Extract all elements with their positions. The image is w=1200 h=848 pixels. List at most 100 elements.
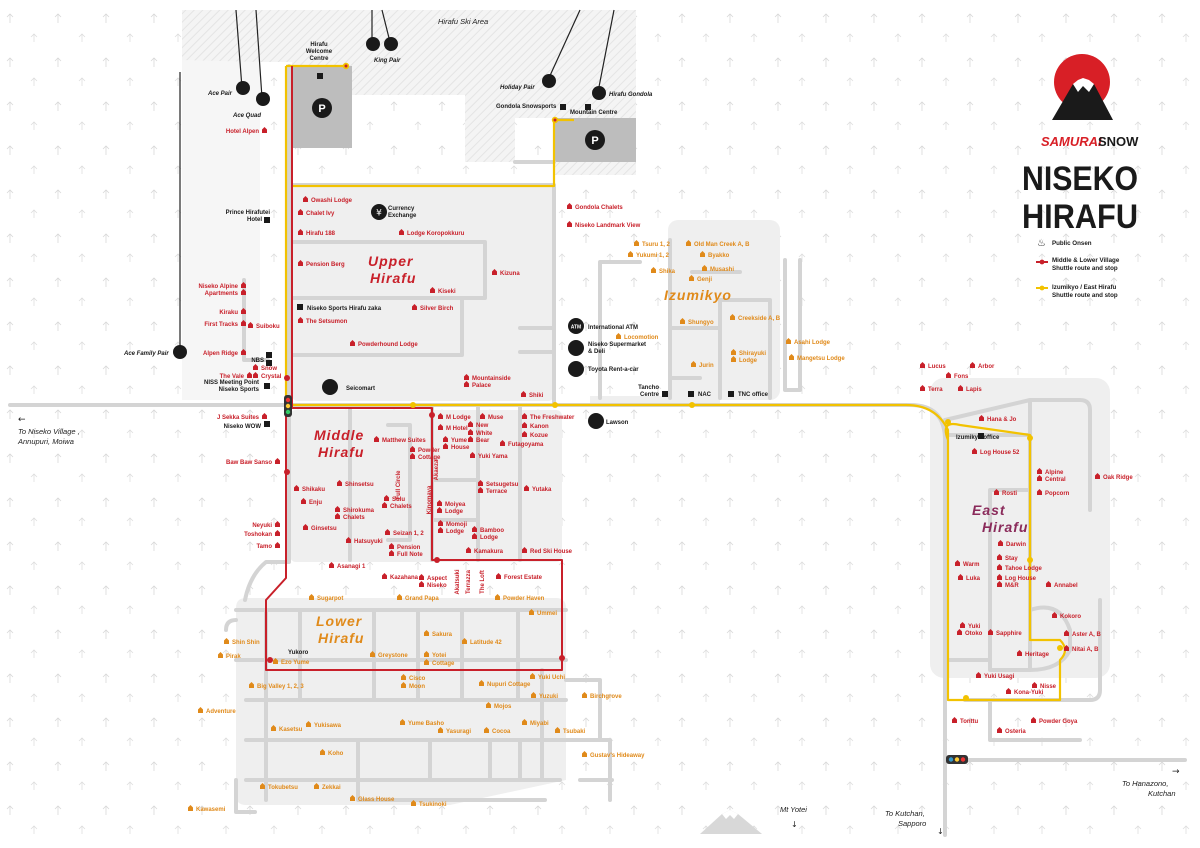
red-label: Asanagi 1 xyxy=(337,564,366,570)
house-icon xyxy=(370,651,375,657)
mountain-logo xyxy=(1052,82,1113,120)
lift-ace-pair: Ace Pair xyxy=(207,91,233,97)
red-label: Apartments xyxy=(205,291,239,297)
red-label: Full Circle xyxy=(396,470,402,500)
red-label: Bamboo xyxy=(480,528,504,534)
orange-label: Sakura xyxy=(432,632,453,638)
red-label: Lodge xyxy=(480,535,499,541)
house-icon xyxy=(689,275,694,281)
arrow-down-icon: ↓ xyxy=(791,820,798,829)
house-icon xyxy=(303,524,308,530)
house-icon xyxy=(524,485,529,491)
house-icon xyxy=(522,431,527,437)
orange-label: Shin Shin xyxy=(232,640,260,646)
house-icon xyxy=(496,573,501,579)
house-icon xyxy=(335,513,340,519)
house-icon xyxy=(273,658,278,664)
house-icon xyxy=(468,429,473,435)
legend-onsen: Public Onsen xyxy=(1052,240,1092,247)
red-label: Sapphire xyxy=(996,631,1022,637)
ski-lift-icon xyxy=(256,92,270,106)
black-label: Niseko Supermarket xyxy=(588,342,646,348)
red-label: Niseko Alpine xyxy=(199,284,239,290)
orange-label: Powder Haven xyxy=(503,596,545,602)
black-label: Toyota Rent-a-car xyxy=(588,367,639,373)
red-label: Silver Birch xyxy=(420,306,454,312)
house-icon xyxy=(249,682,254,688)
house-icon xyxy=(218,652,223,658)
orange-label: Yume Basho xyxy=(408,721,444,727)
car-icon xyxy=(568,361,584,377)
orange-label: Tsuru 1, 2 xyxy=(642,242,671,248)
house-icon xyxy=(582,751,587,757)
ski-lift-icon xyxy=(236,81,250,95)
house-icon xyxy=(522,547,527,553)
house-icon xyxy=(298,317,303,323)
red-label: Shinsetsu xyxy=(345,482,374,488)
house-icon xyxy=(484,727,489,733)
black-label: & Deli xyxy=(588,349,605,355)
house-icon xyxy=(468,421,473,427)
red-label: M&R xyxy=(1005,583,1019,589)
black-label: NBS xyxy=(251,358,264,364)
orange-label: Grand Papa xyxy=(405,596,439,602)
house-icon xyxy=(275,458,280,464)
black-label: Prince Hirafutei xyxy=(226,210,271,216)
house-icon xyxy=(298,229,303,235)
house-icon xyxy=(634,240,639,246)
ski-lift-icon xyxy=(384,37,398,51)
orange-label: Ezo Yume xyxy=(281,660,310,666)
house-icon xyxy=(691,361,696,367)
house-icon xyxy=(730,314,735,320)
red-label: Suiboku xyxy=(256,324,280,330)
house-icon xyxy=(1064,645,1069,651)
house-icon xyxy=(1064,630,1069,636)
red-label: Akatsuki xyxy=(455,569,461,594)
red-label: Kozue xyxy=(530,433,549,439)
black-label: Izumikyo office xyxy=(956,435,1000,441)
red-label: Pension Berg xyxy=(306,262,345,268)
house-icon xyxy=(1046,581,1051,587)
house-icon xyxy=(384,495,389,501)
mt-yotei-icon xyxy=(700,810,762,834)
black-label: Yukoro xyxy=(288,650,309,656)
house-icon xyxy=(972,448,977,454)
house-icon xyxy=(1037,468,1042,474)
house-icon xyxy=(437,507,442,513)
house-icon xyxy=(298,209,303,215)
arrow-down-icon: ↓ xyxy=(937,827,944,836)
house-icon xyxy=(399,229,404,235)
red-label: Cottage xyxy=(418,455,441,461)
red-label: Log House 52 xyxy=(980,450,1020,456)
house-icon xyxy=(1037,475,1042,481)
red-label: Toshokan xyxy=(244,532,272,538)
red-label: Yuki Usagi xyxy=(984,674,1015,680)
house-icon xyxy=(241,282,246,288)
ski-lift-icon xyxy=(173,345,187,359)
house-icon xyxy=(412,304,417,310)
middle-lower-shuttle-route xyxy=(265,66,563,671)
district-lower-2: Hirafu xyxy=(318,630,364,646)
ski-lift-icon xyxy=(542,74,556,88)
orange-label: Ummei xyxy=(537,611,557,617)
red-label: Full Note xyxy=(397,552,423,558)
red-label: New xyxy=(476,423,489,429)
red-label: Matthew Suites xyxy=(382,438,426,444)
orange-label: Lodge xyxy=(739,358,758,364)
house-icon xyxy=(382,502,387,508)
house-icon xyxy=(374,436,379,442)
orange-label: Cocoa xyxy=(492,729,511,735)
house-icon xyxy=(424,630,429,636)
house-icon xyxy=(731,356,736,362)
parking: P P xyxy=(289,66,636,162)
red-label: Lucus xyxy=(928,364,946,370)
red-label: Aster A, B xyxy=(1072,632,1101,638)
house-icon xyxy=(350,340,355,346)
house-icon xyxy=(567,203,572,209)
red-label: Osteria xyxy=(1005,729,1026,735)
red-label: Arbor xyxy=(978,364,995,370)
map-title-line1: NISEKO xyxy=(1022,160,1138,198)
izumikyo-shuttle-route xyxy=(284,64,1067,702)
orange-label: Yuki Uchi xyxy=(538,675,565,681)
